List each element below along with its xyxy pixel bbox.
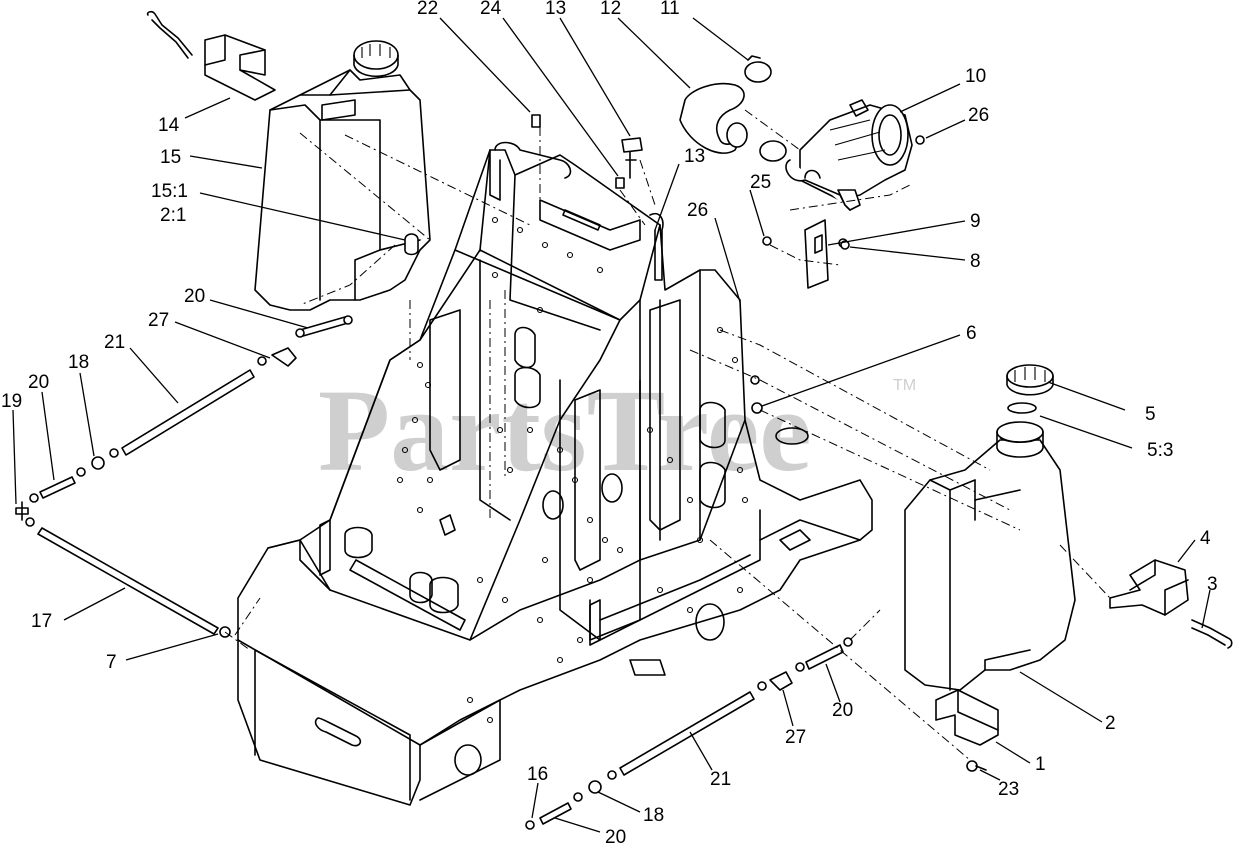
callout-4: 4 [1200, 528, 1211, 549]
callout-8: 8 [970, 251, 981, 272]
fuel-tank[interactable] [904, 421, 1076, 691]
callout-9: 9 [970, 211, 981, 232]
callout-24: 24 [480, 0, 502, 19]
callout-26-frame: 26 [687, 200, 708, 221]
callout-11: 11 [660, 0, 680, 19]
callout-3: 3 [1207, 574, 1218, 595]
fuel-cap[interactable] [1006, 364, 1054, 396]
callout-15-1: 15:1 [151, 181, 188, 202]
fuel-shutoff-valve-upper[interactable] [257, 347, 297, 367]
watermark: PartsTree [318, 365, 812, 496]
callout-2-1: 2:1 [160, 205, 186, 226]
callout-27-upper: 27 [148, 310, 169, 331]
callout-18-upper: 18 [68, 352, 89, 373]
callout-14: 14 [158, 115, 180, 136]
callout-1: 1 [1035, 754, 1046, 775]
callout-15: 15 [160, 147, 181, 168]
tank-strap-right[interactable] [1191, 619, 1233, 649]
callout-5-3: 5:3 [1147, 440, 1173, 461]
air-cleaner-bracket[interactable] [804, 219, 850, 289]
hose-clamp-11[interactable] [744, 55, 772, 83]
sensor-13[interactable] [621, 137, 643, 179]
callout-21-upper: 21 [104, 332, 125, 353]
hydraulic-tank[interactable] [254, 40, 431, 311]
fuel-hose-17[interactable] [37, 527, 219, 635]
leader-lines [12, 17, 1211, 833]
callout-27-lower: 27 [785, 727, 806, 748]
callout-7: 7 [106, 652, 117, 673]
fuel-shutoff-valve-lower[interactable] [757, 671, 793, 691]
callout-25: 25 [750, 172, 771, 193]
fuel-cap-gasket[interactable] [1007, 402, 1037, 414]
callout-26-top: 26 [968, 105, 989, 126]
callout-10: 10 [965, 66, 986, 87]
tank-bracket-left[interactable] [204, 34, 276, 101]
callout-18-lower: 18 [643, 805, 664, 826]
callout-12: 12 [600, 0, 621, 19]
bolt-6[interactable] [750, 375, 763, 414]
fuel-filter-upper[interactable] [76, 456, 105, 477]
callout-2: 2 [1105, 713, 1116, 734]
callout-20-lower-right: 20 [832, 700, 853, 721]
callout-19: 19 [1, 391, 22, 412]
bolt-22[interactable] [531, 114, 541, 128]
bolt-23[interactable] [966, 760, 987, 772]
callout-labels: 22 24 13 12 11 10 26 14 15 15:1 2:1 13 2… [1, 0, 1218, 848]
fuel-hose-21-lower[interactable] [607, 691, 755, 780]
callout-17: 17 [31, 611, 52, 632]
watermark-trademark: TM [893, 377, 916, 394]
hose-clamp-lower[interactable] [759, 140, 787, 162]
callout-21-lower: 21 [710, 769, 731, 790]
callout-20-left: 20 [28, 372, 49, 393]
clamp-16[interactable] [525, 820, 535, 830]
callout-13-top: 13 [545, 0, 566, 19]
callout-20-upper: 20 [184, 286, 205, 307]
tank-bracket-right[interactable] [1109, 559, 1189, 616]
fuel-hose-21-upper[interactable] [109, 369, 255, 458]
clip-24[interactable] [615, 177, 625, 189]
main-frame[interactable] [237, 141, 873, 806]
nut-26-top[interactable] [915, 135, 925, 145]
assembly-lines [224, 109, 1111, 761]
fuel-line-20-short[interactable] [29, 476, 76, 503]
callout-23: 23 [998, 779, 1019, 800]
callout-5: 5 [1145, 404, 1156, 425]
nut-25[interactable] [762, 236, 772, 246]
callout-13-right: 13 [684, 146, 705, 167]
lower-tank-bracket[interactable] [935, 689, 999, 746]
air-cleaner[interactable] [785, 99, 913, 211]
callout-20-bottom: 20 [605, 827, 626, 848]
callout-16: 16 [527, 764, 548, 785]
fuel-line-20-lower-right[interactable] [795, 637, 853, 672]
callout-6: 6 [966, 323, 977, 344]
tank-strap-left[interactable] [146, 10, 193, 59]
fuel-filter-lower[interactable] [573, 780, 602, 802]
hose-elbow[interactable] [679, 82, 748, 154]
callout-22: 22 [417, 0, 438, 19]
fuel-line-20-lower[interactable] [539, 802, 572, 825]
fuel-line-upper[interactable] [295, 315, 353, 338]
tee-fitting-19[interactable] [15, 501, 35, 527]
